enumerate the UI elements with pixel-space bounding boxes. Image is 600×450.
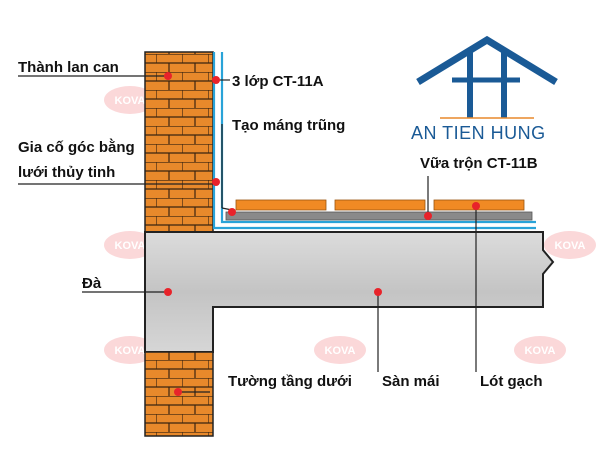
svg-text:KOVA: KOVA: [525, 345, 556, 357]
label-gutter: Tạo máng trũng: [232, 117, 345, 134]
marker-dot: [164, 288, 172, 296]
brand-name: AN TIEN HUNG: [411, 123, 546, 143]
watermark-kova: KOVA: [104, 86, 156, 114]
marker-dot: [374, 288, 382, 296]
marker-dot: [228, 208, 236, 216]
watermark-kova: KOVA: [314, 336, 366, 364]
label-beam: Đà: [82, 275, 102, 292]
mortar-bed: [225, 211, 533, 221]
membrane-layer-inner: [220, 52, 536, 224]
markers: [164, 72, 480, 396]
label-three-layers: 3 lớp CT-11A: [232, 73, 324, 90]
svg-text:KOVA: KOVA: [115, 240, 146, 252]
svg-text:KOVA: KOVA: [555, 240, 586, 252]
membrane-layer-outer: [212, 52, 536, 230]
svg-text:KOVA: KOVA: [115, 345, 146, 357]
label-tile-lining: Lót gạch: [480, 373, 543, 390]
watermark-group: KOVA KOVA KOVA KOVA KOVA KOVA: [104, 86, 596, 364]
tile: [334, 199, 426, 211]
marker-dot: [472, 202, 480, 210]
parapet-brick-wall: [144, 51, 214, 233]
house-roof-icon: [416, 35, 558, 119]
label-roof-slab: Sàn mái: [382, 373, 440, 390]
label-parapet-wall: Thành lan can: [18, 59, 119, 76]
label-corner-reinforcement-line1: Gia cố góc bằng: [18, 138, 135, 156]
svg-text:KOVA: KOVA: [115, 95, 146, 107]
label-corner-reinforcement-line2: lưới thủy tinh: [18, 164, 115, 181]
marker-dot: [164, 72, 172, 80]
label-mortar: Vữa trộn CT-11B: [420, 155, 538, 172]
brand-logo: AN TIEN HUNG: [411, 35, 558, 143]
watermark-kova: KOVA: [104, 336, 156, 364]
tile: [235, 199, 327, 211]
leader-lines: [18, 75, 477, 393]
svg-text:KOVA: KOVA: [325, 345, 356, 357]
marker-dot: [212, 178, 220, 186]
concrete-beam-slab: [144, 231, 555, 353]
marker-dot: [174, 388, 182, 396]
watermark-kova: KOVA: [514, 336, 566, 364]
marker-dot: [212, 76, 220, 84]
watermark-kova: KOVA: [104, 231, 156, 259]
watermark-kova: KOVA: [544, 231, 596, 259]
label-lower-wall: Tường tầng dưới: [228, 373, 352, 390]
marker-dot: [424, 212, 432, 220]
